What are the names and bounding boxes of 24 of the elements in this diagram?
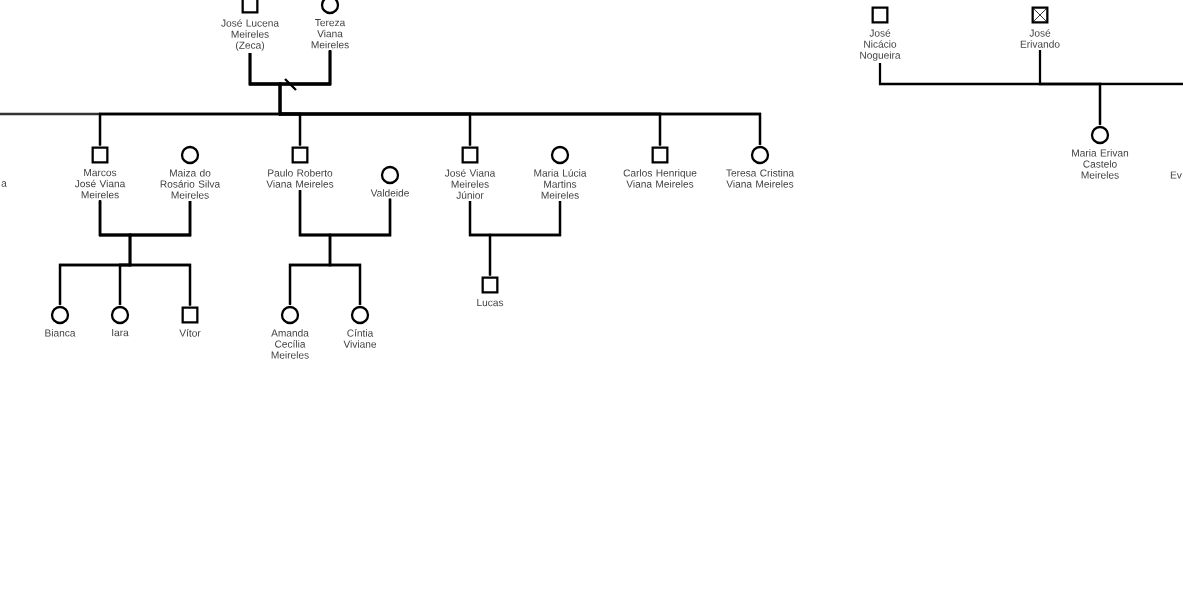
person-name: José Viana Meireles Júnior: [444, 169, 496, 199]
person-name: Maiza do Rosário Silva Meireles: [160, 169, 221, 199]
person-name: Amanda Cecília Meireles: [271, 329, 309, 359]
person-name: Valdeide: [370, 189, 409, 197]
person-name: Teresa Cristina Viana Meireles: [726, 169, 795, 188]
connector-line: [328, 198, 392, 305]
person-name: Maria Lúcia Martins Meireles: [534, 169, 587, 199]
person-name: Carlos Henrique Viana Meireles: [623, 169, 697, 188]
person-name: José Erivando: [1020, 29, 1060, 48]
person-name: Marcos José Viana Meireles: [74, 169, 126, 199]
person-name: Iara: [112, 329, 129, 337]
person-name: Tereza Viana Meireles: [311, 19, 349, 49]
partial-name: a: [1, 181, 7, 187]
person-name: José Nicácio Nogueira: [860, 29, 901, 61]
person-name: Vítor: [179, 329, 201, 337]
person-name: José Lucena Meireles (Zeca): [221, 19, 279, 51]
person-name: Bianca: [45, 329, 76, 337]
person-name: Maria Erivan Castelo Meireles: [1072, 149, 1129, 179]
connector-line: [1038, 50, 1102, 125]
person-name: Paulo Roberto Viana Meireles: [266, 169, 334, 188]
partial-name: Ev: [1170, 171, 1182, 179]
person-name: Cíntia Viviane: [343, 329, 377, 348]
person-name: Lucas: [477, 299, 504, 307]
connector-line: [488, 201, 562, 276]
